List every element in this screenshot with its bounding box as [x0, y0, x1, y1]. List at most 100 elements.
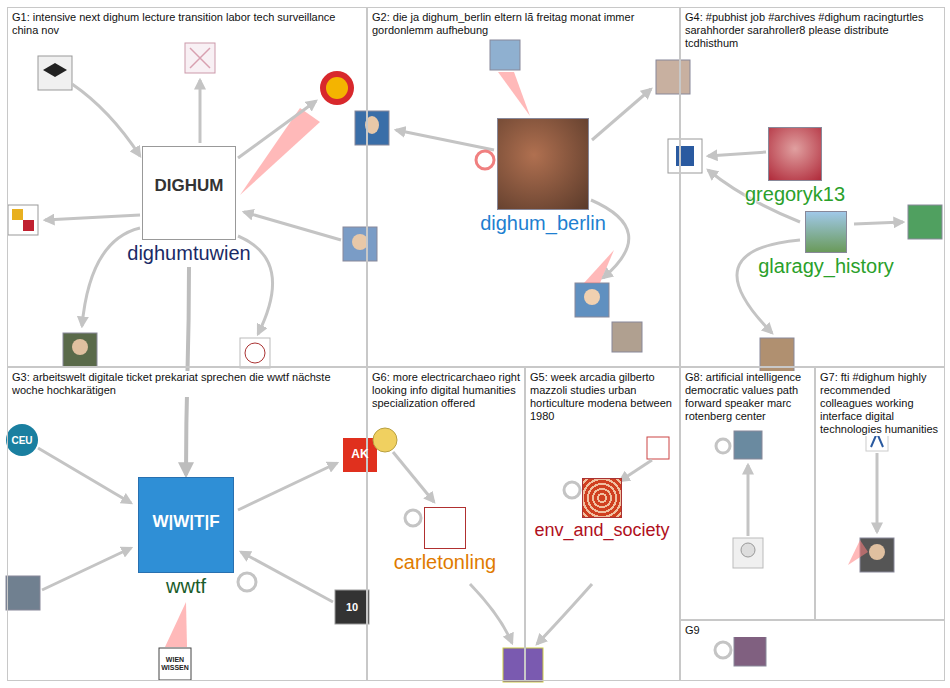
- avatar: [908, 205, 942, 239]
- avatar-image: [768, 127, 822, 181]
- group-panel: G8: artificial intelligence democratic v…: [680, 367, 815, 620]
- account-node: env_and_society: [532, 478, 672, 541]
- logo-text: CEU: [11, 435, 32, 446]
- mention-line: [876, 453, 879, 532]
- avatar: [612, 322, 642, 352]
- mention-line: [470, 584, 512, 643]
- avatar-icon: [190, 48, 210, 68]
- group-panel: G6: more electricarchaeo right looking i…: [367, 367, 525, 681]
- mention-line: [244, 212, 341, 240]
- avatar: [355, 111, 389, 145]
- avatar: [373, 428, 397, 452]
- group-panel: G7: fti #dighum highly recommended colle…: [815, 367, 945, 620]
- avatar: [320, 71, 354, 105]
- avatar-icon: [741, 543, 755, 557]
- avatar-icon: [326, 77, 348, 99]
- group-heading: G1: intensive next dighum lecture transi…: [12, 11, 362, 37]
- mention-line: [238, 463, 337, 510]
- logo-text: WIEN WISSEN: [160, 656, 190, 671]
- account-name: dighum_berlin: [478, 212, 608, 235]
- group-heading: G6: more electricarchaeo right looking i…: [372, 371, 520, 410]
- avatar: [343, 438, 377, 472]
- self-loop: [564, 482, 580, 498]
- mention-line: [592, 89, 651, 140]
- highlight-wedge: [584, 250, 614, 283]
- avatar-image: [582, 478, 622, 518]
- avatar: [503, 648, 543, 682]
- avatar: [240, 338, 270, 368]
- account-name: gregoryk13: [743, 183, 848, 206]
- mention-line: [737, 240, 800, 333]
- logo-text: W|W|T|F: [152, 513, 219, 532]
- account-node: carletonling: [392, 507, 499, 574]
- avatar: [38, 56, 72, 90]
- avatar-icon: [23, 220, 34, 231]
- avatar: [159, 648, 191, 680]
- group-heading: G5: week arcadia gilberto mazzoli studie…: [530, 371, 675, 423]
- avatar-image: [805, 211, 847, 253]
- avatar: [647, 437, 669, 459]
- avatar: [6, 576, 40, 610]
- avatar: [733, 538, 763, 568]
- self-loop: [405, 510, 421, 526]
- mention-line: [396, 130, 494, 150]
- logo-text: AK: [351, 448, 368, 461]
- avatar-icon: [352, 234, 368, 250]
- avatar-icon: [584, 289, 600, 305]
- group-heading: G8: artificial intelligence democratic v…: [685, 371, 810, 423]
- group-panel: G2: die ja dighum_berlin eltern lã freit…: [367, 7, 680, 367]
- mention-line: [591, 200, 629, 278]
- account-name: wwtf: [136, 575, 236, 598]
- highlight-wedge: [240, 108, 320, 195]
- mention-line: [393, 452, 434, 502]
- highlight-wedge: [848, 540, 868, 565]
- avatar-icon: [43, 63, 67, 77]
- account-node: wwtf: [136, 477, 236, 598]
- mention-line: [747, 465, 750, 536]
- self-loop: [716, 439, 730, 453]
- avatar: [6, 424, 38, 456]
- account-name: glaragy_history: [756, 255, 896, 278]
- avatar: [63, 333, 97, 367]
- mention-line: [45, 215, 140, 220]
- avatar: [575, 283, 609, 317]
- mention-line: [72, 84, 140, 156]
- account-node: dighumtuwien: [125, 146, 253, 265]
- mention-line: [537, 584, 592, 644]
- avatar: [343, 227, 377, 261]
- avatar-image: [424, 507, 466, 549]
- mention-line: [708, 152, 766, 156]
- avatar-icon: [676, 146, 694, 166]
- mention-line: [620, 460, 652, 481]
- mention-line: [238, 101, 316, 158]
- avatar-icon: [869, 544, 885, 560]
- group-panel: G5: week arcadia gilberto mazzoli studie…: [525, 367, 680, 681]
- mention-line: [38, 448, 131, 503]
- avatar: [490, 40, 520, 70]
- group-heading: G9: [685, 624, 940, 637]
- avatar-icon: [72, 339, 88, 355]
- highlight-wedge: [498, 72, 530, 116]
- self-loop: [238, 573, 256, 591]
- self-loop: [476, 151, 494, 169]
- group-heading: G7: fti #dighum highly recommended colle…: [820, 371, 940, 436]
- account-name: dighumtuwien: [125, 242, 253, 265]
- group-panel: G9: [680, 620, 945, 681]
- account-node: glaragy_history: [756, 211, 896, 278]
- avatar-icon: [12, 209, 23, 220]
- group-heading: G2: die ja dighum_berlin eltern lã freit…: [372, 11, 675, 37]
- mention-line: [854, 222, 903, 224]
- avatar: [335, 590, 369, 624]
- avatar: [734, 634, 766, 666]
- logo-text: DIGHUM: [155, 177, 224, 196]
- group-heading: G4: #pubhist job #archives #dighum racin…: [685, 11, 940, 50]
- avatar: [8, 205, 38, 235]
- logo-text: 10: [346, 601, 358, 613]
- avatar: [656, 60, 690, 94]
- highlight-wedge: [165, 602, 187, 647]
- avatar-image: [497, 118, 589, 210]
- mention-line: [199, 80, 202, 143]
